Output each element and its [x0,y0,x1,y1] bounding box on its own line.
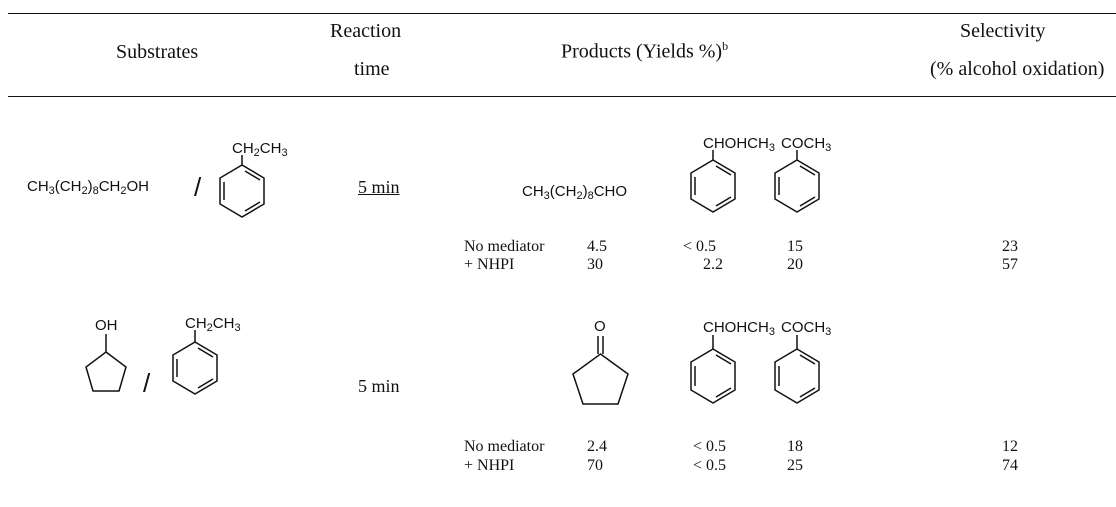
entry2-row1-y3: 18 [787,438,803,455]
entry1-row2-condition: + NHPI [464,256,515,273]
header-reaction-time-line1: Reaction [330,20,402,42]
entry2-product-ketone-o-label: O [594,318,606,335]
entry2-row1-condition: No mediator [464,438,545,455]
entry2-cyclopentanone-ring [572,336,629,405]
entry1-acetophenone-ring [774,150,820,213]
entry1-substrate-alkyl-label: CH2CH3 [232,140,288,159]
entry2-product-alcohol-label: CHOHCH3 [703,319,775,338]
entry2-row2-condition: + NHPI [464,457,515,474]
entry1-row2-selectivity: 57 [1002,256,1018,273]
entry1-row1-y2: < 0.5 [683,238,717,255]
entry1-row2-y3: 20 [787,256,803,273]
entry1-ethylbenzene-ring [219,155,265,218]
entry2-acetophenone-ring [774,335,820,404]
header-reaction-time-line2: time [354,58,390,80]
entry2-row2-y2: < 0.5 [693,457,727,474]
entry2-product-acetophenone-label: COCH3 [781,319,832,338]
header-products-text: Products (Yields %) [561,40,723,63]
entry2-row2-selectivity: 74 [1002,457,1018,474]
entry2-row1-selectivity: 12 [1002,438,1018,455]
entry1-product-alcohol-label: CHOHCH3 [703,135,775,154]
entry1-row2-y2: 2.2 [703,256,723,273]
header-products-footnote: b [722,39,729,53]
entry1-phenylethanol-ring [690,150,736,213]
entry2-ethylbenzene-ring [172,330,218,395]
entry2-row2-y3: 25 [787,457,803,474]
entry1-substrate-alcohol: CH3(CH2)8CH2OH [27,178,150,197]
entry1-row1-y3: 15 [787,238,803,255]
entry2-substrate-alkyl-label: CH2CH3 [185,315,241,334]
entry1-product-aldehyde: CH3(CH2)8CHO [522,183,628,202]
entry2-separator: / [143,368,151,398]
header-products: Products (Yields %)b [561,39,728,64]
entry1-product-ketone-label: COCH3 [781,135,832,154]
header-selectivity-line1: Selectivity [960,20,1046,42]
entry2-cyclopentanol-ring [85,334,127,392]
entry2-time: 5 min [358,376,400,396]
header-substrates: Substrates [116,41,199,63]
entry2-substrate-alcohol-label: OH [95,317,118,334]
header-selectivity-line2: (% alcohol oxidation) [930,58,1105,80]
entry1-row1-selectivity: 23 [1002,238,1018,255]
entry1-time: 5 min [358,177,400,197]
entry1-row2-y1: 30 [587,256,603,273]
entry2-phenylethanol-ring [690,335,736,404]
entry1-separator: / [194,172,202,202]
entry2-row2-y1: 70 [587,457,603,474]
entry2-row1-y1: 2.4 [587,438,607,455]
entry1-row1-y1: 4.5 [587,238,607,255]
entry2-row1-y2: < 0.5 [693,438,727,455]
entry1-row1-condition: No mediator [464,238,545,255]
table-top-rule [8,13,1116,14]
table-header-rule [8,96,1116,97]
